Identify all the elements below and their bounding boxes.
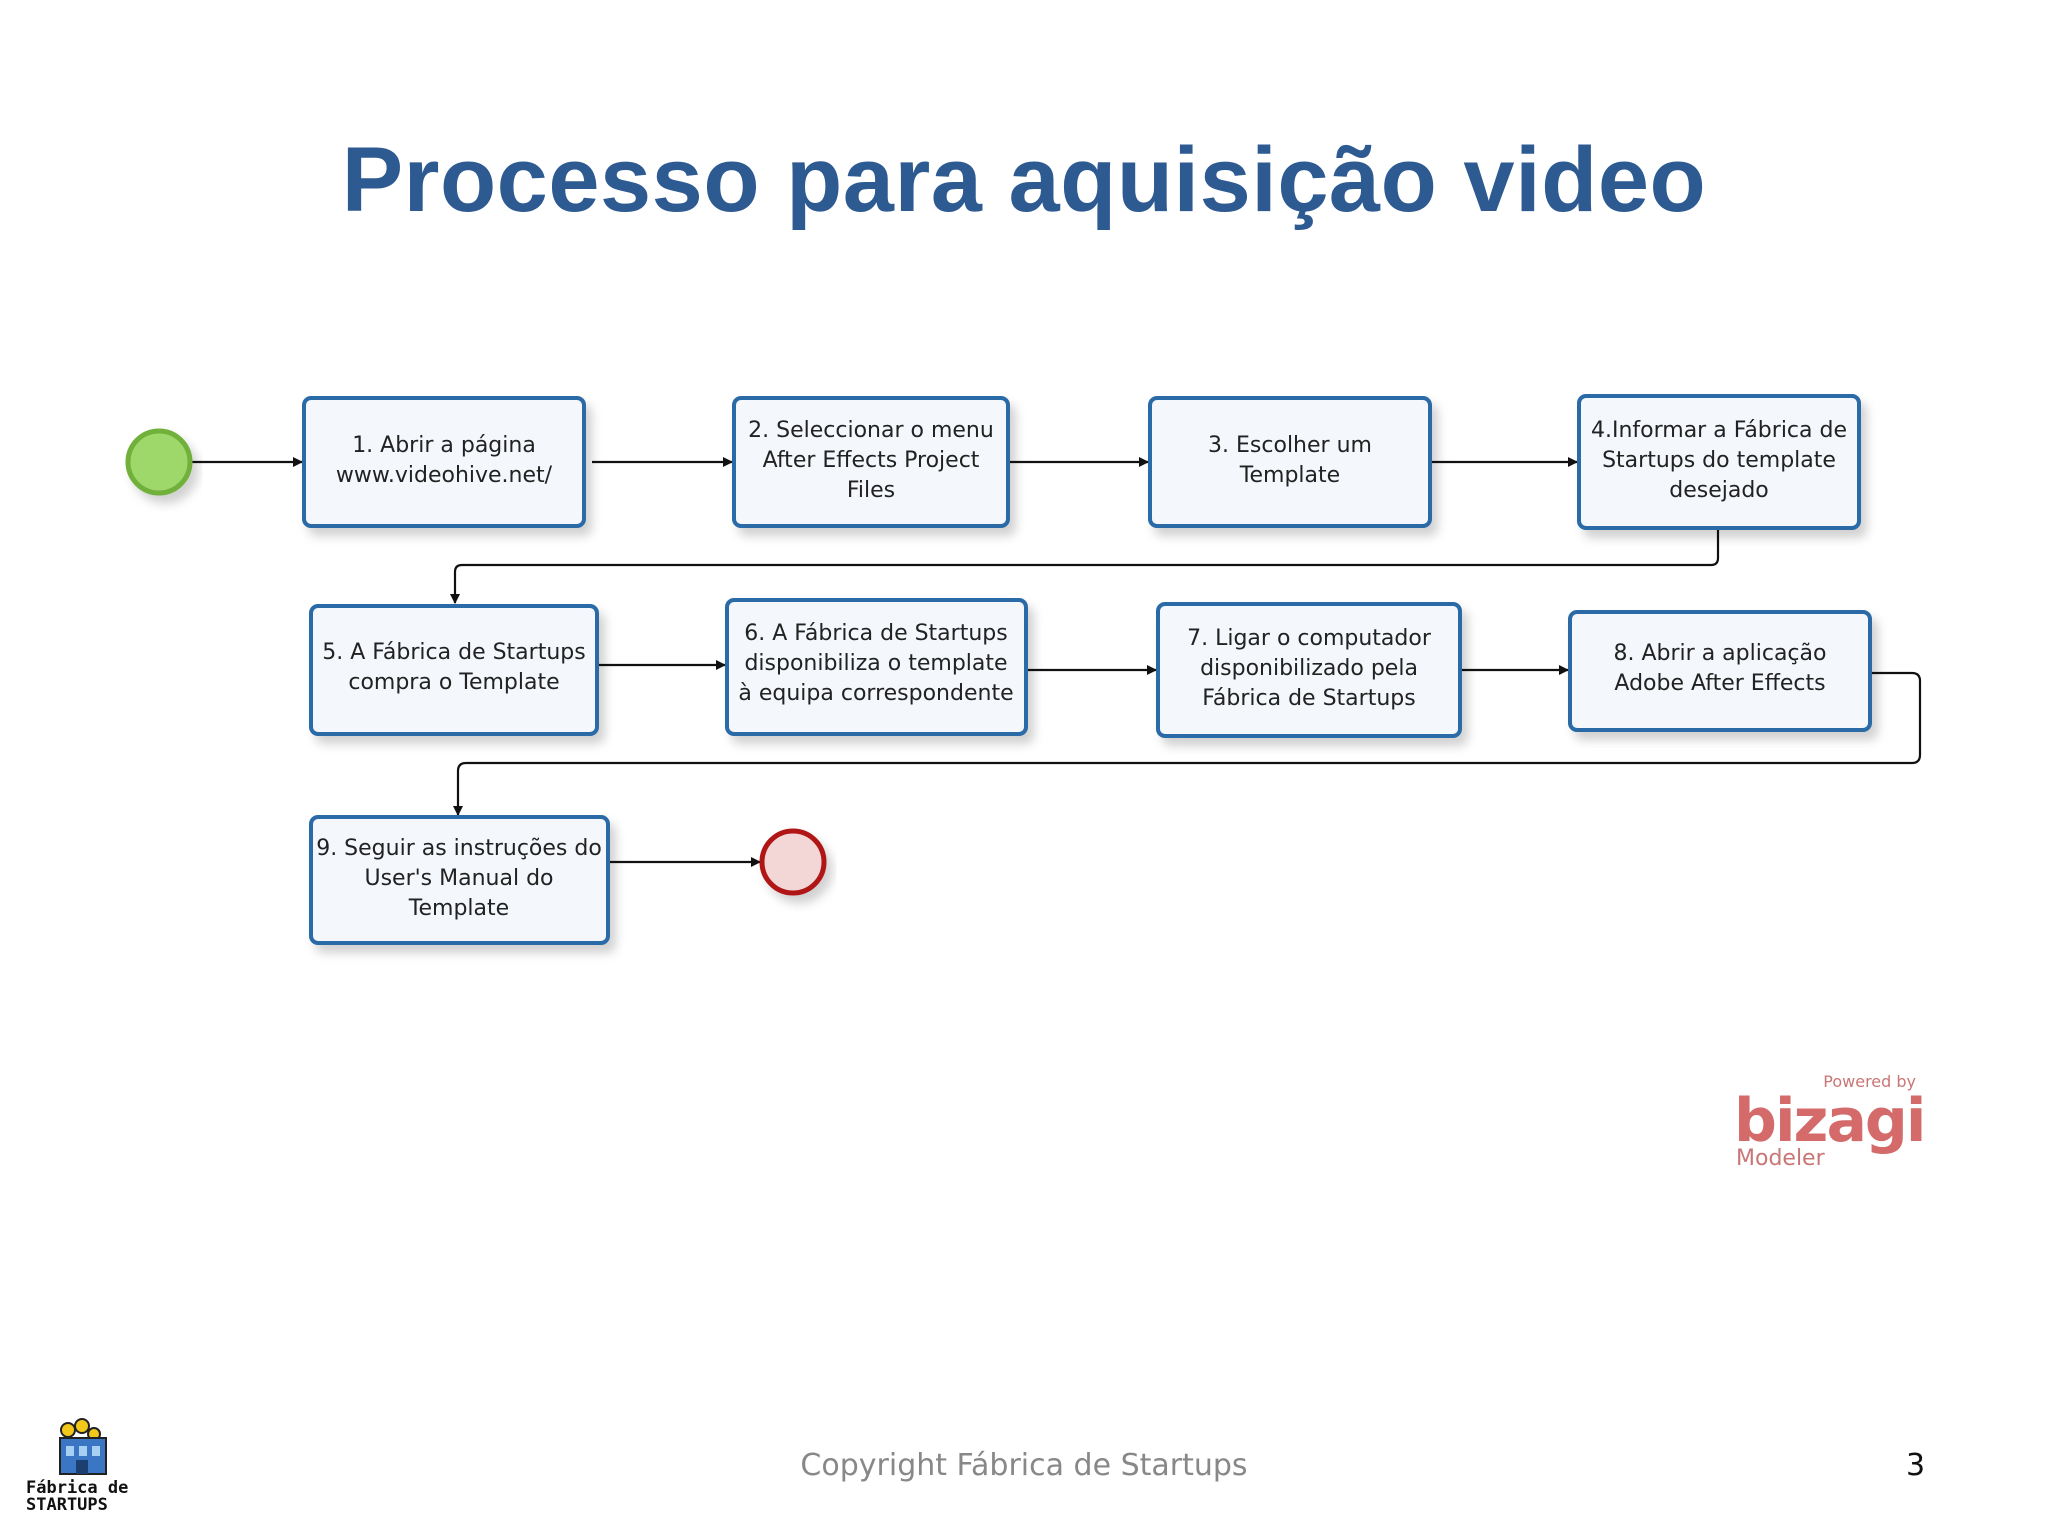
task-5-compra-template[interactable]: 5. A Fábrica de Startups compra o Templa… bbox=[309, 604, 599, 736]
task-3-line-2: Template bbox=[1239, 463, 1340, 488]
flow-task4-to-task5 bbox=[450, 528, 1720, 604]
task-5-line-1: 5. A Fábrica de Startups bbox=[322, 640, 585, 665]
task-9-line-3: Template bbox=[408, 896, 509, 921]
task-9-line-1: 9. Seguir as instruções do bbox=[316, 836, 602, 861]
task-6-disponibiliza-template[interactable]: 6. A Fábrica de Startups disponibiliza o… bbox=[725, 598, 1028, 736]
fabrica-startups-logo-icon bbox=[59, 1418, 107, 1475]
fabrica-logo-line-2: STARTUPS bbox=[26, 1495, 108, 1515]
task-8-line-2: Adobe After Effects bbox=[1614, 671, 1825, 696]
task-8-abrir-after-effects[interactable]: 8. Abrir a aplicação Adobe After Effects bbox=[1568, 610, 1872, 732]
task-6-line-3: à equipa correspondente bbox=[738, 681, 1013, 706]
task-2-line-2: After Effects Project bbox=[763, 448, 980, 473]
bizagi-powered-text: Powered by bbox=[1823, 1072, 1916, 1091]
task-3-line-1: 3. Escolher um bbox=[1208, 433, 1372, 458]
fabrica-startups-logo-text: Fábrica de STARTUPS bbox=[26, 1480, 128, 1514]
task-7-ligar-computador[interactable]: 7. Ligar o computador disponibilizado pe… bbox=[1156, 602, 1462, 738]
task-4-line-1: 4.Informar a Fábrica de bbox=[1591, 418, 1847, 443]
task-7-line-1: 7. Ligar o computador bbox=[1187, 626, 1432, 651]
task-5-line-2: compra o Template bbox=[348, 670, 559, 695]
task-8-line-1: 8. Abrir a aplicação bbox=[1614, 641, 1827, 666]
start-event[interactable] bbox=[125, 428, 193, 496]
task-4-line-2: Startups do template bbox=[1602, 448, 1836, 473]
task-9-line-2: User's Manual do bbox=[364, 866, 553, 891]
task-4-line-3: desejado bbox=[1669, 478, 1769, 503]
slide-title: Processo para aquisição video bbox=[341, 129, 1707, 231]
end-event[interactable] bbox=[759, 828, 827, 896]
task-3-escolher-template[interactable]: 3. Escolher um Template bbox=[1148, 396, 1432, 528]
task-2-line-1: 2. Seleccionar o menu bbox=[748, 418, 994, 443]
task-7-line-2: disponibilizado pela bbox=[1200, 656, 1418, 681]
flow-task8-to-task9 bbox=[453, 671, 1922, 816]
bizagi-brand-text: bizagi bbox=[1734, 1086, 1926, 1156]
task-1-abrir-pagina[interactable]: 1. Abrir a página www.videohive.net/ bbox=[302, 396, 586, 528]
task-1-line-2: www.videohive.net/ bbox=[336, 463, 553, 488]
task-1-line-1: 1. Abrir a página bbox=[352, 433, 536, 458]
bizagi-logo: Powered by bizagi Modeler bbox=[1734, 1070, 1926, 1180]
task-2-line-3: Files bbox=[847, 478, 895, 503]
fabrica-logo-line-1: Fábrica de bbox=[26, 1478, 129, 1498]
task-4-informar-fabrica[interactable]: 4.Informar a Fábrica de Startups do temp… bbox=[1577, 394, 1861, 530]
task-2-seleccionar-menu[interactable]: 2. Seleccionar o menu After Effects Proj… bbox=[732, 396, 1010, 528]
task-6-line-2: disponibiliza o template bbox=[744, 651, 1007, 676]
bizagi-modeler-text: Modeler bbox=[1736, 1146, 1825, 1171]
footer-copyright: Copyright Fábrica de Startups bbox=[800, 1448, 1248, 1483]
task-6-line-1: 6. A Fábrica de Startups bbox=[744, 621, 1007, 646]
sequence-flows bbox=[192, 457, 1922, 867]
task-7-line-3: Fábrica de Startups bbox=[1202, 686, 1415, 711]
task-9-seguir-instrucoes[interactable]: 9. Seguir as instruções do User's Manual… bbox=[309, 815, 610, 945]
page-number: 3 bbox=[1906, 1448, 1926, 1483]
